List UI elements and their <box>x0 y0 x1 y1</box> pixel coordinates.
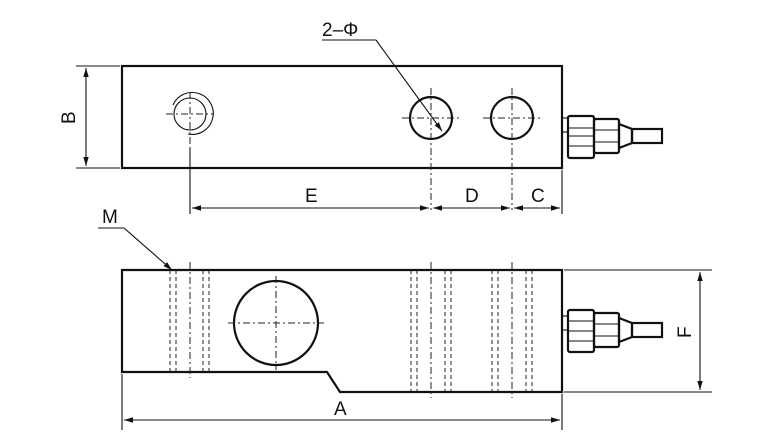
dimension-e-label: E <box>305 186 318 207</box>
dimension-c-label: C <box>531 186 545 207</box>
dimension-b: B <box>59 65 120 169</box>
side-mounting-hole-1 <box>410 262 452 398</box>
strain-gauge-pocket <box>228 276 324 370</box>
hole-callout-leader <box>375 39 443 132</box>
dimension-e-d-c: E D C <box>189 148 563 214</box>
dimension-b-label: B <box>59 111 80 124</box>
side-mounting-hole-2 <box>491 262 533 398</box>
top-view: 2–Φ B E D <box>59 20 664 214</box>
side-view: M F A <box>98 207 712 430</box>
top-view-body <box>120 64 564 170</box>
hole-callout-label: 2–Φ <box>322 20 358 41</box>
top-mounting-hole-2 <box>483 88 541 210</box>
side-cable-connector <box>561 308 664 354</box>
side-view-body <box>120 268 564 394</box>
top-mounting-hole-1 <box>402 88 460 210</box>
dimension-a: A <box>121 374 563 430</box>
dimension-a-label: A <box>334 399 347 420</box>
dimension-d-label: D <box>465 186 479 207</box>
thread-callout-label: M <box>102 207 118 228</box>
side-threaded-hole <box>169 262 210 378</box>
top-left-threaded-hole <box>166 91 214 148</box>
thread-callout-leader <box>123 227 173 271</box>
dimension-f-label: F <box>675 326 696 338</box>
dimension-f: F <box>564 269 712 393</box>
top-cable-connector <box>561 114 664 160</box>
